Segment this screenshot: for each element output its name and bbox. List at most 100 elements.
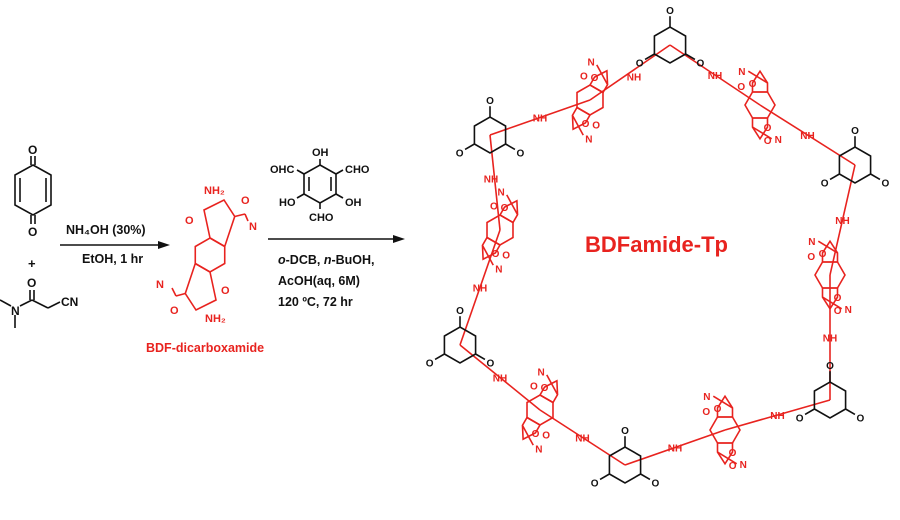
carbonyl-bond [640,473,651,481]
imine-linkage [489,99,591,136]
atom-label: OHC [270,164,295,176]
o-label: O [821,179,829,190]
atom-label: O [28,225,37,239]
tp-ring [838,146,872,184]
o-label: O [582,119,590,130]
furan-ring [716,394,734,418]
imine-linkage [829,164,856,276]
o-label: O [729,448,737,459]
atom-label: OH [345,197,362,209]
n-label: N [495,264,502,275]
o-label: O [487,359,495,370]
o-label: O [541,383,549,394]
n-label: N [808,237,815,248]
o-label: O [749,79,757,90]
o-label: O [542,430,550,441]
n-label: N [845,305,852,316]
o-label: O [591,479,599,490]
carbonyl-bond [644,53,655,61]
o-label: O [456,306,464,317]
furan-ring [751,117,769,141]
o-label: O [764,136,772,147]
bond [31,299,49,309]
n-label: N [535,444,542,455]
n-label: N [588,58,595,69]
reaction-arrow-2: o-DCB, n-BuOH, AcOH(aq, 6M) 120 ºC, 72 h… [268,235,405,309]
amide-bond [175,292,186,297]
furan-ring [184,262,217,312]
product-title: BDFamide-Tp [585,232,728,257]
o-label: O [882,179,890,190]
o-label: O [592,120,600,131]
atom-label: HO [279,197,296,209]
imine-linkage [759,104,856,166]
o-label: O [591,73,599,84]
arrow-head [158,241,170,249]
n-label: N [775,135,782,146]
atom-label: NH₂ [204,185,225,197]
tp-ring [653,26,687,64]
o-label: O [652,479,660,490]
nh-label: NH [835,216,849,227]
amide-bond [752,126,773,140]
amide-bond [596,64,609,86]
imine-linkage [459,229,501,346]
carbonyl-bond [804,408,815,416]
imine-linkage [724,399,831,431]
atom-label: O [241,195,250,207]
o-label: O [819,249,827,260]
arrow-head [393,235,405,243]
step1-reagent: NH₄OH (30%) [66,223,146,237]
furan-ring [481,236,502,261]
o-label: O [517,149,525,160]
furan-ring [571,106,592,131]
atom-label: CN [61,295,78,309]
bond [296,193,305,199]
atom-label: O [185,215,194,227]
carbonyl-bond [685,53,696,61]
nh-label: NH [823,334,837,345]
step2-solvent-prefix-o: o [278,253,286,267]
bond [335,169,344,175]
n-label: N [703,392,710,403]
nh-label: NH [627,73,641,84]
o-label: O [636,59,644,70]
o-label: O [532,429,540,440]
nh-label: NH [668,444,682,455]
benzoquinone: O O [14,143,52,239]
step2-solvent-buoh: -BuOH, [331,253,374,267]
quinone-ring [14,164,52,216]
bond [335,193,344,199]
furan-ring [521,416,542,441]
furan-ring [821,287,839,311]
tp-ring [813,381,847,419]
furan-ring [716,442,734,466]
bond [47,301,61,309]
carbonyl-bond [434,353,445,361]
o-label: O [826,361,834,372]
o-label: O [502,250,510,261]
carbonyl-bond [870,173,881,181]
o-label: O [490,202,498,213]
furan-ring [588,69,609,94]
imine-linkage [624,429,726,466]
o-label: O [580,72,588,83]
o-label: O [764,123,772,134]
amide-bond [506,194,519,216]
amide-bond [817,240,838,254]
carbonyl-bond [829,173,840,181]
nh-label: NH [575,434,589,445]
carbonyl-bond [845,408,856,416]
imine-linkage [489,134,501,231]
amide-bond [747,70,768,84]
o-label: O [851,126,859,137]
amide-bond [244,213,249,222]
o-label: O [857,414,865,425]
atom-label: CHO [345,164,370,176]
o-label: O [729,461,737,472]
o-label: O [492,249,500,260]
triformylphloroglucinol: OH CHO OHC OH HO CHO [270,147,370,224]
o-label: O [796,414,804,425]
n-label: N [585,134,592,145]
